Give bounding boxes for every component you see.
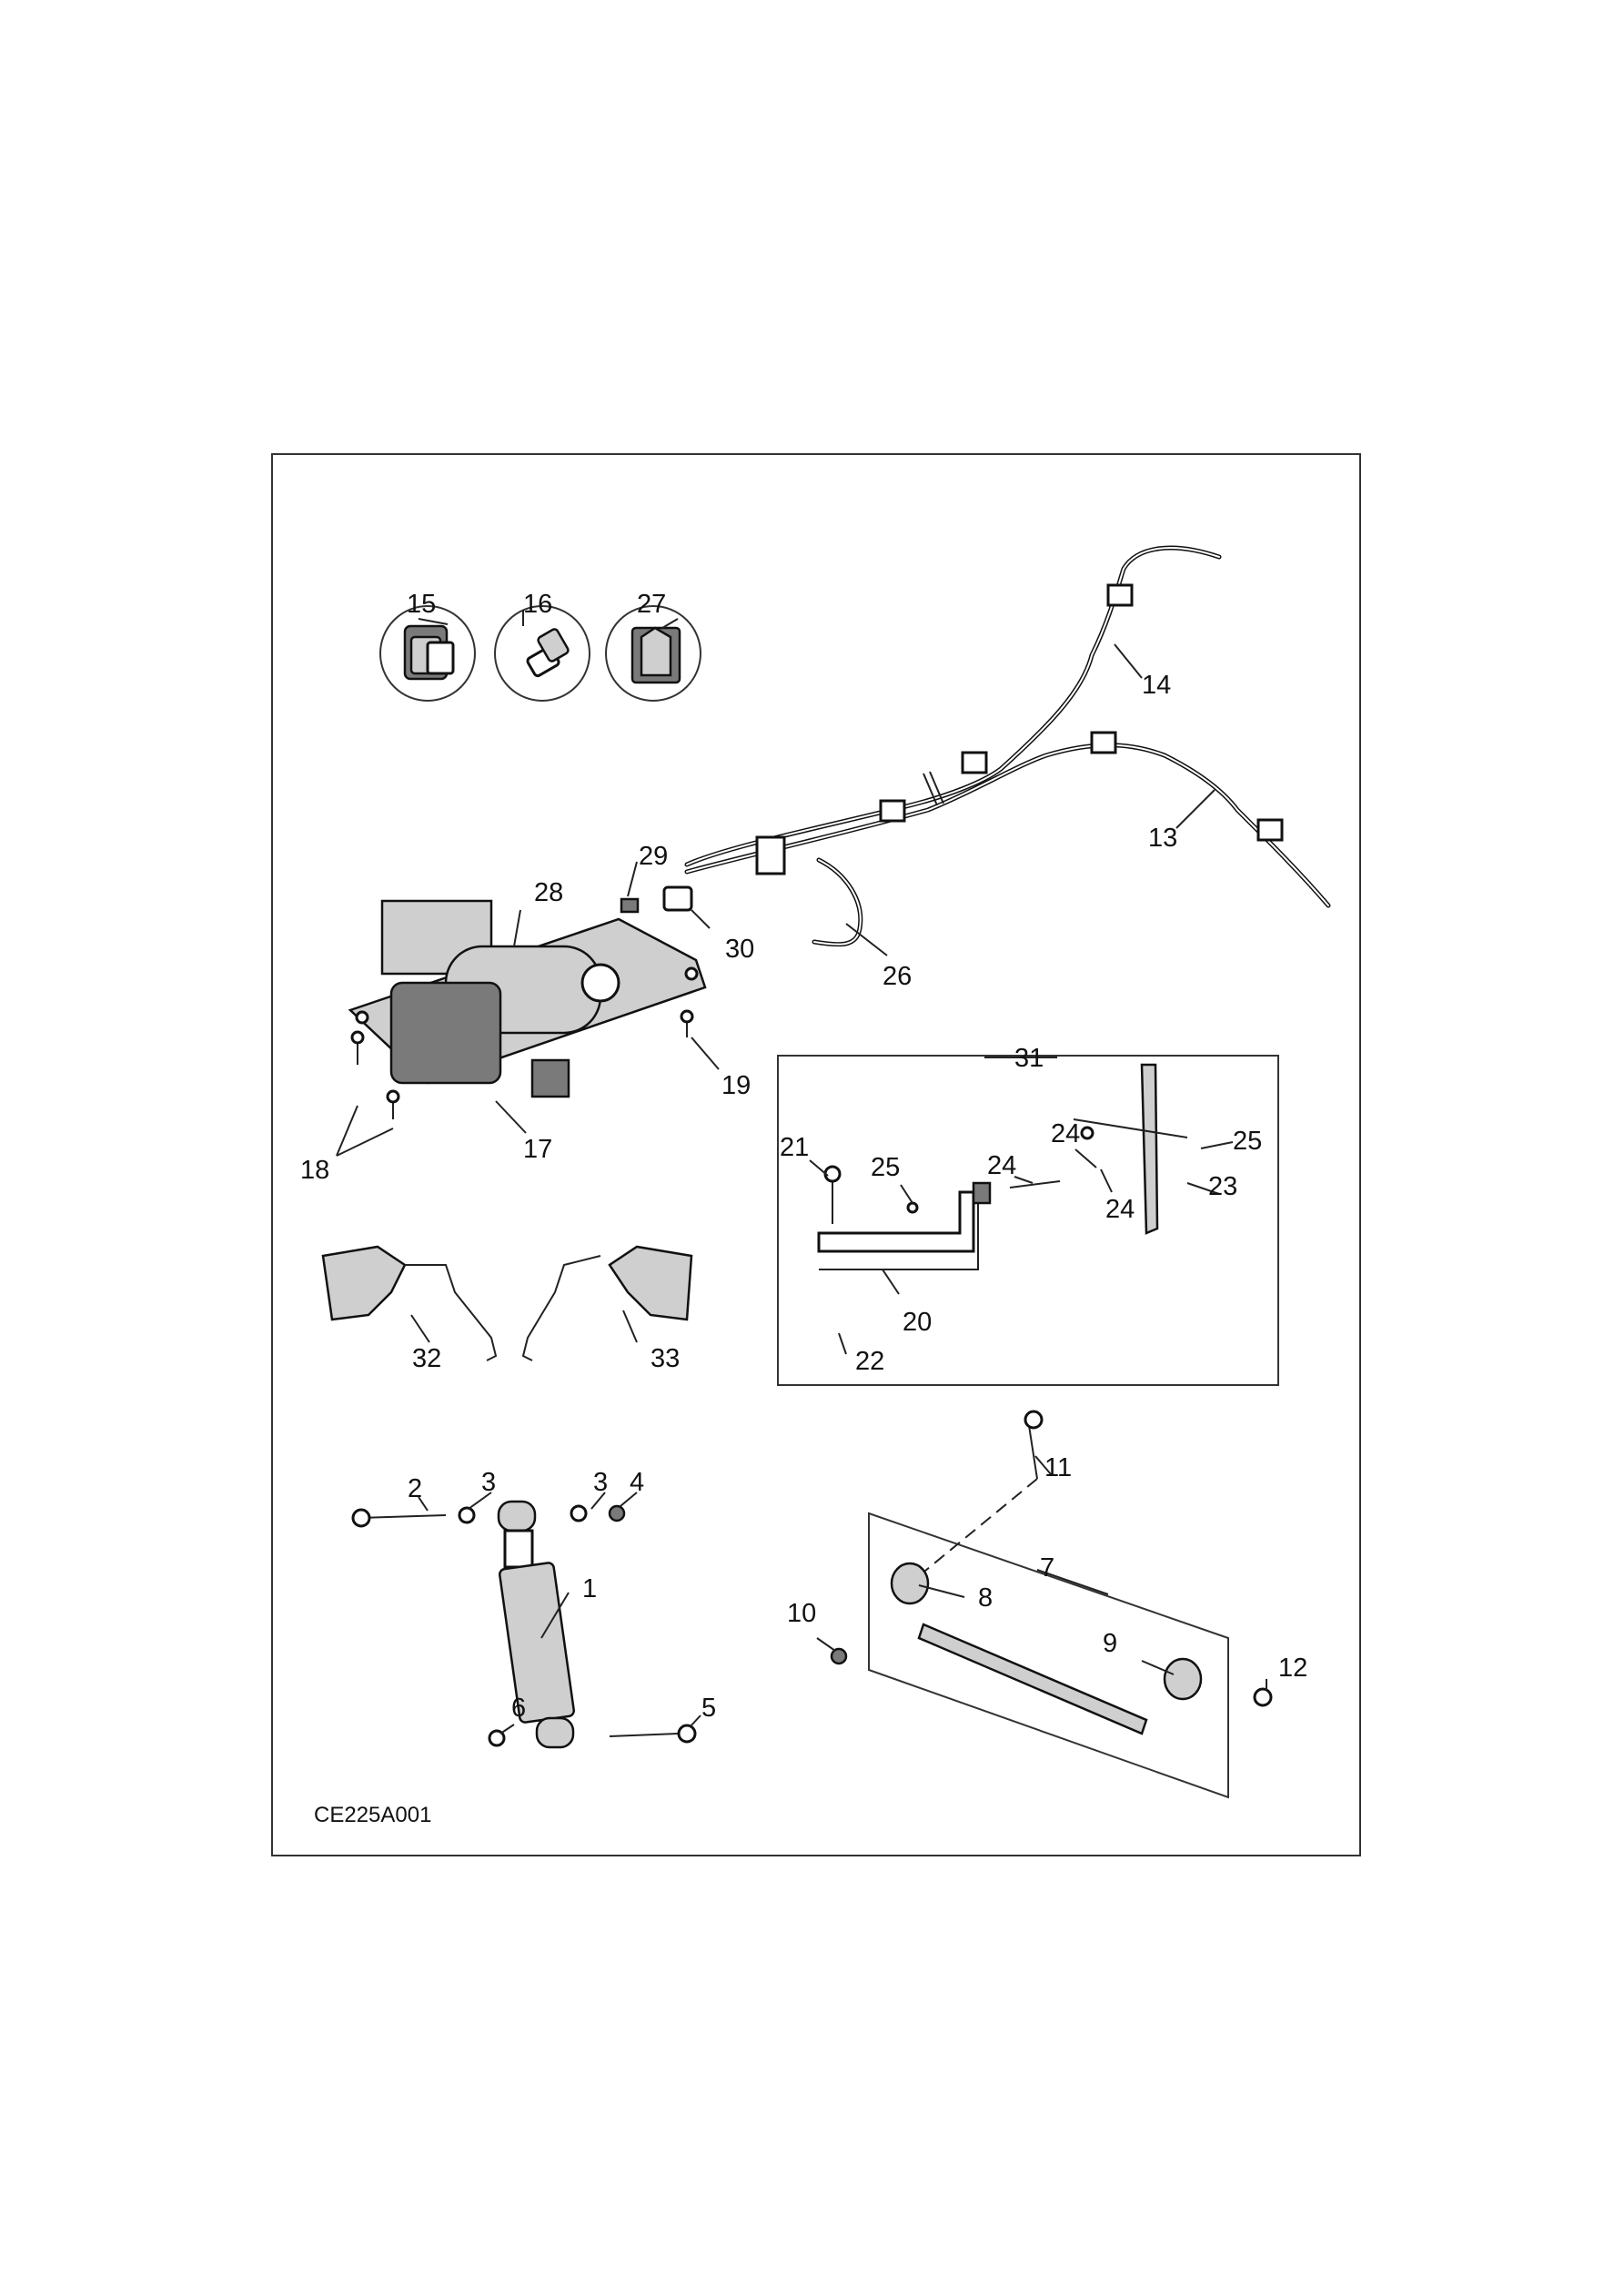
callout-18: 18 — [300, 1156, 329, 1185]
shock-absorber — [351, 1500, 697, 1749]
callout-17: 17 — [523, 1135, 552, 1164]
callout-1: 1 — [582, 1574, 597, 1603]
callout-33: 33 — [651, 1344, 680, 1373]
callout-19: 19 — [721, 1071, 751, 1100]
callout-30: 30 — [725, 935, 754, 964]
callout-28: 28 — [534, 878, 563, 907]
callout-labels: 1 2 3 3 4 5 6 7 8 9 10 11 12 13 14 15 16… — [300, 590, 1307, 1723]
callout-12: 12 — [1278, 1654, 1307, 1683]
callout-7: 7 — [1040, 1553, 1054, 1583]
callout-8: 8 — [978, 1583, 993, 1613]
link-assembly — [830, 1410, 1273, 1799]
detail-box-31 — [777, 1055, 1279, 1386]
callout-24b: 24 — [987, 1151, 1016, 1180]
callout-31: 31 — [1014, 1044, 1044, 1073]
callout-24a: 24 — [1051, 1119, 1080, 1148]
callout-21: 21 — [780, 1133, 809, 1162]
callout-2: 2 — [408, 1474, 422, 1503]
bracket-assembly — [817, 1063, 1188, 1270]
callout-20: 20 — [903, 1308, 932, 1337]
screws — [350, 1009, 694, 1119]
callout-29: 29 — [639, 842, 668, 871]
callout-3a: 3 — [481, 1468, 496, 1497]
callout-22: 22 — [855, 1347, 884, 1376]
callout-32: 32 — [412, 1344, 441, 1373]
callout-5: 5 — [701, 1694, 716, 1723]
callout-26: 26 — [883, 962, 912, 991]
air-hoses — [684, 545, 1331, 947]
callout-9: 9 — [1103, 1629, 1117, 1658]
fittings-29-30 — [620, 885, 693, 914]
callout-6: 6 — [511, 1694, 526, 1723]
callout-27: 27 — [637, 590, 666, 619]
callout-23: 23 — [1208, 1172, 1237, 1201]
callout-15: 15 — [407, 590, 436, 619]
detail-circle-16 — [494, 605, 590, 702]
callout-16: 16 — [523, 590, 552, 619]
compressor-assembly — [348, 899, 707, 1098]
callout-3b: 3 — [593, 1468, 608, 1497]
callout-24c: 24 — [1105, 1195, 1135, 1224]
callout-25b: 25 — [1233, 1127, 1262, 1156]
callout-4: 4 — [630, 1468, 644, 1497]
callout-11: 11 — [1044, 1453, 1072, 1482]
detail-circle-15 — [379, 605, 476, 702]
sensor-brackets — [321, 1245, 693, 1361]
callout-10: 10 — [787, 1599, 816, 1628]
diagram-frame — [271, 453, 1361, 1856]
figure-code: CE225A001 — [314, 1803, 431, 1827]
detail-circle-27 — [605, 605, 701, 702]
callout-14: 14 — [1142, 671, 1171, 700]
callout-13: 13 — [1148, 824, 1177, 853]
leader-lines — [336, 610, 1267, 1735]
callout-25a: 25 — [871, 1153, 900, 1182]
